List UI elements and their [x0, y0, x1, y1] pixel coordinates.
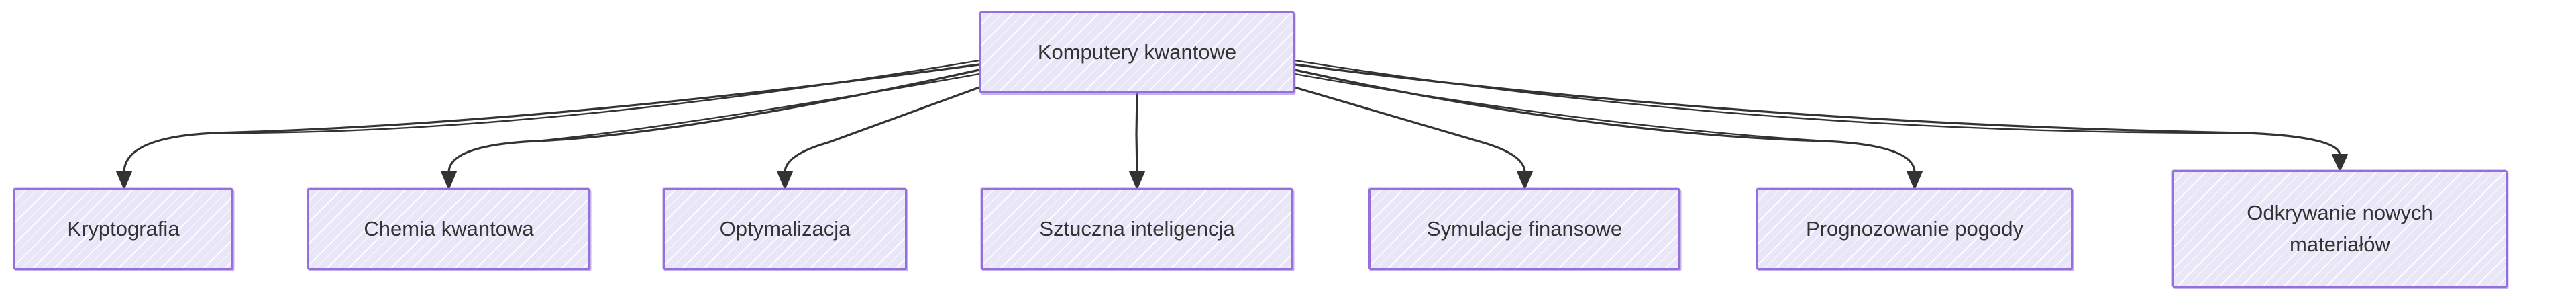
arrowhead-symulacje-finansowe	[1517, 171, 1533, 189]
node-label: Sztuczna inteligencja	[1039, 217, 1235, 241]
edge-komputery-kwantowe-to-sztuczna-inteligencja	[1135, 92, 1138, 175]
edge-komputery-kwantowe-to-kryptografia	[123, 63, 981, 173]
arrowhead-optymalizacja	[777, 171, 793, 189]
node-label: Chemia kwantowa	[364, 217, 534, 241]
node-prognozowanie-pogody: Prognozowanie pogody	[1756, 188, 2073, 270]
arrowhead-odkrywanie-nowych-materialow	[2332, 154, 2348, 171]
edge-komputery-kwantowe-to-optymalizacja	[784, 86, 981, 173]
edge-sketch-stroke	[213, 59, 981, 134]
node-kryptografia: Kryptografia	[13, 188, 233, 270]
edge-komputery-kwantowe-to-symulacje-finansowe	[1293, 86, 1526, 173]
edge-sketch-stroke	[1293, 73, 1826, 142]
arrowhead-kryptografia	[116, 171, 132, 189]
arrowhead-sztuczna-inteligencja	[1129, 171, 1145, 189]
node-symulacje-finansowe: Symulacje finansowe	[1368, 188, 1680, 270]
arrowhead-chemia-kwantowa	[441, 171, 457, 189]
node-label: Symulacje finansowe	[1426, 217, 1623, 241]
arrowhead-prognozowanie-pogody	[1907, 171, 1923, 189]
edge-komputery-kwantowe-to-prognozowanie-pogody	[1293, 69, 1916, 173]
node-sztuczna-inteligencja: Sztuczna inteligencja	[981, 188, 1293, 270]
node-label: Komputery kwantowe	[1037, 40, 1237, 64]
node-odkrywanie-nowych-materialow: Odkrywanie nowych materiałów	[2172, 170, 2508, 288]
edge-komputery-kwantowe-to-chemia-kwantowa	[447, 69, 981, 173]
node-label: Kryptografia	[67, 217, 180, 241]
node-komputery-kwantowe: Komputery kwantowe	[979, 11, 1295, 93]
node-label: Odkrywanie nowych materiałów	[2247, 201, 2433, 256]
node-label: Prognozowanie pogody	[1805, 217, 2024, 241]
node-label: Optymalizacja	[719, 217, 851, 241]
edge-komputery-kwantowe-to-odkrywanie-nowych-materialow	[1293, 63, 2341, 157]
edge-sketch-stroke	[1293, 59, 2249, 134]
node-optymalizacja: Optymalizacja	[663, 188, 907, 270]
node-chemia-kwantowa: Chemia kwantowa	[307, 188, 590, 270]
